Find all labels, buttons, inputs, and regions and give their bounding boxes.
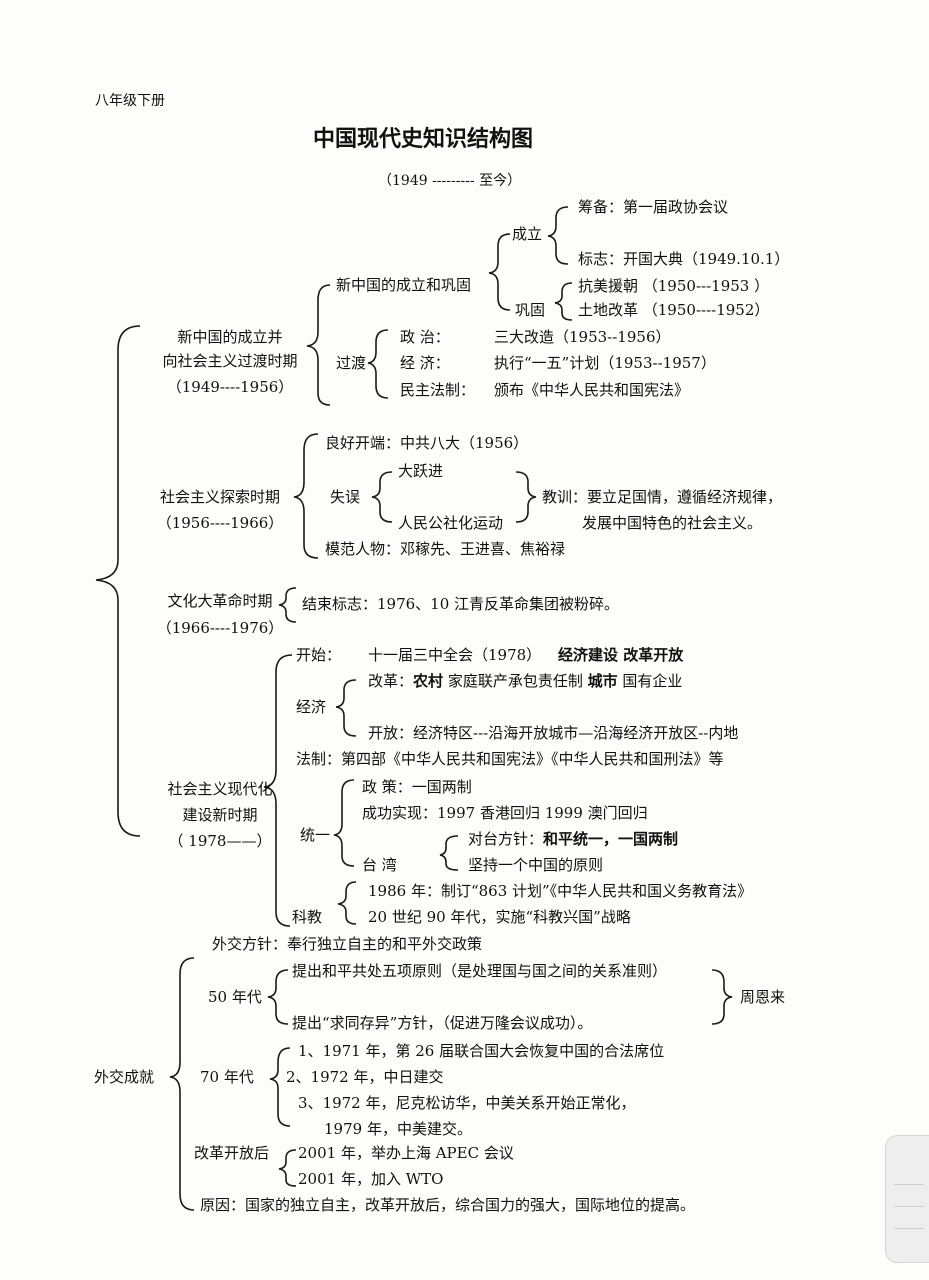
reform-prefix: 改革：: [368, 672, 414, 690]
politics-key: 政 治：: [400, 328, 450, 346]
open-line: 开放：经济特区---沿海开放城市—沿海经济开放区--内地: [368, 724, 739, 742]
era-70s-item4: 1979 年，中美建交。: [324, 1120, 472, 1138]
reform-city: 城市: [587, 672, 618, 690]
brace-found: [488, 233, 511, 311]
economy-value: 执行“一五”计划（1953--1957）: [494, 354, 716, 372]
era-reform: 改革开放后: [194, 1144, 270, 1162]
scroll-handle[interactable]: [885, 1135, 929, 1263]
taiwan-policy-key: 对台方针：: [468, 830, 544, 848]
sci-1986: 1986 年：制订“863 计划”《中华人民共和国义务教育法》: [368, 882, 753, 900]
brace-unify: [333, 779, 355, 867]
reform-rural: 农村: [413, 672, 444, 690]
brace-taiwan: [439, 835, 459, 871]
consolidate-label: 巩固: [515, 301, 546, 319]
scroll-grip-line: [894, 1206, 924, 1207]
establish-prep: 筹备：第一届政协会议: [578, 198, 729, 216]
law-key: 民主法制：: [400, 381, 476, 399]
brace-transition: [367, 329, 389, 399]
founding-label: 新中国的成立和巩固: [336, 276, 472, 294]
era-50s-item2: 提出“求同存异”方针，（促进万隆会议成功）。: [292, 1014, 593, 1032]
start-bold: 经济建设 改革开放: [558, 646, 684, 664]
diplomacy-policy: 外交方针：奉行独立自主的和平外交政策: [212, 935, 483, 953]
period4-name-line2: 建设新时期: [182, 806, 258, 824]
period2-name: 社会主义探索时期: [159, 488, 280, 506]
legal-line: 法制：第四部《中华人民共和国宪法》《中华人民共和国刑法》等: [296, 750, 724, 768]
taiwan-label: 台 湾: [362, 856, 397, 874]
brace-main: [95, 325, 141, 837]
good-start: 良好开端：中共八大（1956）: [325, 434, 529, 452]
scroll-grip-line: [894, 1228, 924, 1229]
law-value: 颁布《中华人民共和国宪法》: [494, 381, 690, 399]
era-reform-item2: 2001 年，加入 WTO: [298, 1170, 444, 1188]
era-70s: 70 年代: [200, 1068, 254, 1086]
cultural-revolution-end: 结束标志：1976、10 江青反革命集团被粉碎。: [302, 595, 620, 613]
era-50s-item1: 提出和平共处五项原则（是处理国与国之间的关系准则）: [292, 962, 668, 980]
unify-label: 统一: [300, 826, 331, 844]
brace-p3: [278, 587, 297, 623]
reform-city-value: 国有企业: [622, 672, 683, 690]
reform-rural-value: 家庭联产承包责任制: [447, 672, 583, 690]
period3-years: （1966----1976）: [156, 619, 284, 637]
period2-years: （1956----1966）: [156, 514, 284, 532]
lesson-line2: 发展中国特色的社会主义。: [582, 514, 763, 532]
zhou-enlai: 周恩来: [740, 988, 786, 1006]
brace-diplomacy: [169, 957, 195, 1211]
brace-economy: [335, 679, 357, 737]
start-key: 开始：: [296, 646, 342, 664]
unify-policy: 政 策：一国两制: [362, 778, 472, 796]
period3-name: 文化大革命时期: [167, 592, 273, 610]
model-figures: 模范人物：邓稼先、王进喜、焦裕禄: [325, 540, 566, 558]
economy-key: 经 济：: [400, 354, 450, 372]
brace-70s: [269, 1047, 291, 1127]
taiwan-policy: 对台方针：和平统一，一国两制: [468, 830, 678, 848]
reform-line: 改革：农村 家庭联产承包责任制 城市 国有企业: [368, 672, 682, 690]
taiwan-policy-value: 和平统一，一国两制: [543, 830, 679, 848]
page-subtitle: （1949 --------- 至今）: [378, 173, 522, 189]
period1-name-line2: 向社会主义过渡时期: [162, 352, 298, 370]
diplomacy-reason: 原因：国家的独立自主，改革开放后，综合国力的强大，国际地位的提高。: [200, 1196, 696, 1214]
sci-edu-label: 科教: [292, 908, 323, 926]
brace-establish: [547, 206, 569, 265]
brace-p2: [293, 433, 319, 559]
sci-90s: 20 世纪 90 年代，实施“科教兴国”战略: [368, 908, 631, 926]
brace-consolidate: [554, 282, 573, 321]
one-china: 坚持一个中国的原则: [468, 856, 604, 874]
mistakes-label: 失误: [330, 488, 361, 506]
period1-name-line1: 新中国的成立并: [177, 328, 283, 346]
brace-reform: [278, 1149, 297, 1187]
grade-label: 八年级下册: [95, 93, 165, 109]
establish-label: 成立: [512, 225, 543, 243]
era-50s: 50 年代: [208, 988, 262, 1006]
start-value: 十一届三中全会（1978）: [368, 646, 542, 664]
period4-years: （ 1978——）: [168, 832, 272, 850]
brace-50s: [267, 969, 289, 1025]
era-70s-item3: 3、1972 年，尼克松访华，中美关系开始正常化，: [298, 1094, 636, 1112]
era-reform-item1: 2001 年，举办上海 APEC 会议: [298, 1144, 514, 1162]
period1-years: （1949----1956）: [166, 378, 294, 396]
lesson-line1: 教训：要立足国情，遵循经济规律，: [542, 488, 783, 506]
period4-name-line1: 社会主义现代化: [167, 780, 273, 798]
transition-label: 过渡: [336, 354, 367, 372]
brace-zhou: [711, 969, 733, 1025]
great-leap: 大跃进: [398, 462, 444, 480]
economy-label: 经济: [296, 698, 327, 716]
unify-success: 成功实现：1997 香港回归 1999 澳门回归: [362, 804, 648, 822]
politics-value: 三大改造（1953--1956）: [494, 328, 671, 346]
era-70s-item2: 2、1972 年，中日建交: [286, 1068, 444, 1086]
brace-mistakes: [371, 471, 393, 523]
consolidate-korea: 抗美援朝 （1950---1953 ）: [578, 277, 770, 295]
people-commune: 人民公社化运动: [398, 514, 504, 532]
page-title: 中国现代史知识结构图: [313, 127, 534, 152]
diplomacy-achievements: 外交成就: [94, 1068, 155, 1086]
scroll-grip-line: [894, 1184, 924, 1185]
brace-lesson: [515, 471, 537, 523]
era-70s-item1: 1、1971 年，第 26 届联合国大会恢复中国的合法席位: [298, 1042, 665, 1060]
establish-mark: 标志：开国大典（1949.10.1）: [578, 250, 790, 268]
consolidate-land: 土地改革 （1950----1952）: [578, 301, 770, 319]
brace-sci: [337, 881, 357, 925]
brace-p1: [306, 284, 331, 406]
brace-p4: [263, 654, 293, 927]
